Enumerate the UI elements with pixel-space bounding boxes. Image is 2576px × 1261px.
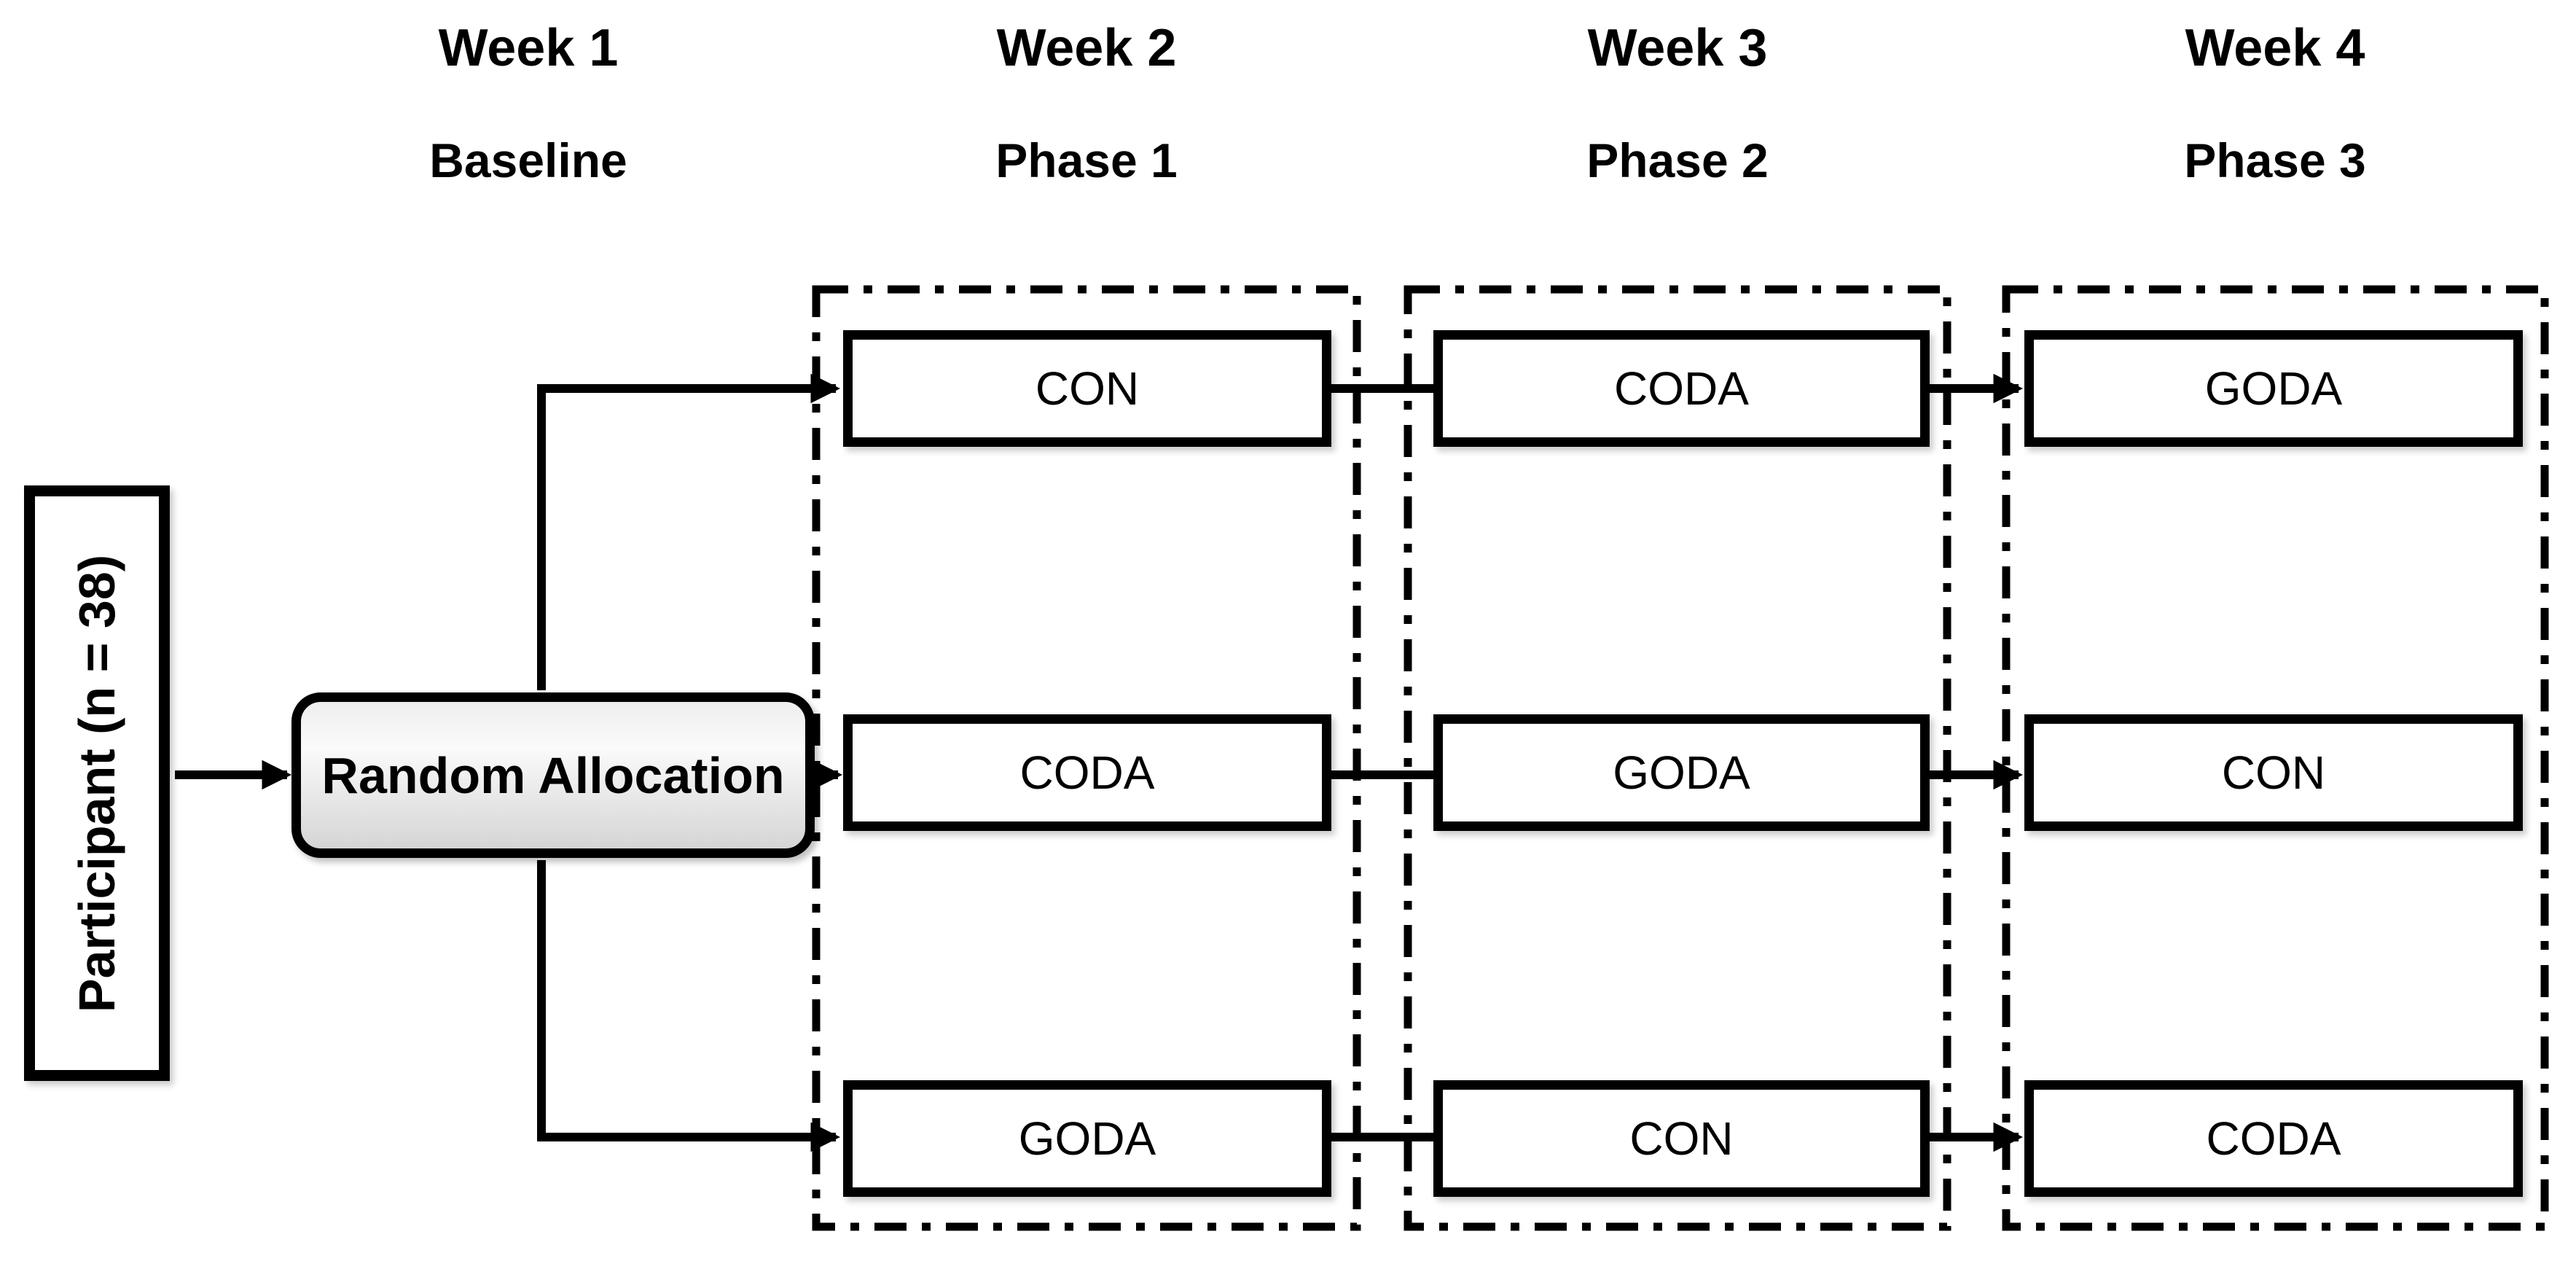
- baseline-label: Baseline: [429, 133, 627, 187]
- condition-label: CODA: [1614, 362, 1749, 415]
- week4-label: Week 4: [2185, 19, 2365, 77]
- condition-box-row2-phase3: CON: [2024, 714, 2523, 831]
- phase1-label: Phase 1: [995, 133, 1178, 187]
- arrow-allocation-to-row3: [537, 860, 841, 1152]
- condition-label: CON: [1035, 362, 1140, 415]
- condition-label: CON: [2221, 746, 2326, 799]
- participant-label: Participant (n = 38): [68, 554, 126, 1012]
- participant-box: Participant (n = 38): [24, 485, 170, 1081]
- phase3-dashed-border: [2002, 285, 2549, 1231]
- condition-box-row1-phase3: GODA: [2024, 330, 2523, 447]
- week1-label: Week 1: [438, 19, 619, 77]
- condition-box-row1-phase1: CON: [843, 330, 1331, 447]
- condition-box-row2-phase1: CODA: [843, 714, 1331, 831]
- phase2-label: Phase 2: [1586, 133, 1769, 187]
- condition-label: CODA: [2206, 1112, 2341, 1165]
- phase1-dashed-border: [812, 285, 1361, 1231]
- condition-box-row3-phase2: CON: [1433, 1080, 1930, 1197]
- phase3-label: Phase 3: [2184, 133, 2366, 187]
- arrow-allocation-to-row1: [537, 373, 841, 690]
- condition-label: GODA: [2204, 362, 2343, 415]
- week2-label: Week 2: [996, 19, 1177, 77]
- condition-label: CODA: [1019, 746, 1155, 799]
- condition-box-row3-phase1: GODA: [843, 1080, 1331, 1197]
- phase2-dashed-border: [1404, 285, 1951, 1231]
- condition-label: GODA: [1018, 1112, 1156, 1165]
- condition-label: GODA: [1613, 746, 1750, 799]
- week3-label: Week 3: [1587, 19, 1768, 77]
- condition-label: CON: [1629, 1112, 1734, 1165]
- condition-box-row2-phase2: GODA: [1433, 714, 1930, 831]
- random-allocation-box: Random Allocation: [291, 692, 815, 858]
- random-allocation-label: Random Allocation: [321, 746, 785, 804]
- condition-box-row1-phase2: CODA: [1433, 330, 1930, 447]
- condition-box-row3-phase3: CODA: [2024, 1080, 2523, 1197]
